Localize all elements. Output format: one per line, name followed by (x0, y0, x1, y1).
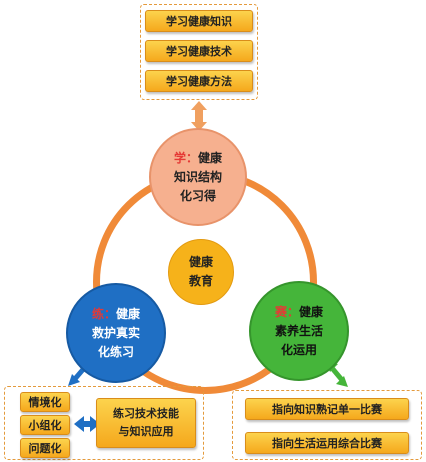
compete-circle: 赛：健康 素养生活 化运用 (249, 281, 349, 381)
compete-line1: 健康 (299, 304, 324, 319)
center-circle: 健康 教育 (168, 239, 234, 305)
competition-item-single: 指向知识熟记单一比赛 (245, 398, 409, 420)
practice-item-problem: 问题化 (20, 438, 70, 458)
compete-key: 赛： (274, 304, 299, 319)
practice-line1: 健康 (116, 306, 141, 321)
learn-line2: 知识结构 (173, 169, 222, 184)
practice-method-box (4, 386, 204, 460)
learn-item-technique: 学习健康技术 (145, 40, 253, 62)
competition-item-integrated: 指向生活运用综合比赛 (245, 432, 409, 454)
learn-item-knowledge: 学习健康知识 (145, 10, 253, 32)
practice-circle: 练：健康 救护真实 化练习 (66, 283, 166, 383)
center-line2: 教育 (188, 274, 213, 288)
center-line1: 健康 (188, 255, 213, 269)
practice-skill-line1: 练习技术技能 (113, 407, 179, 420)
compete-line2: 素养生活 (274, 323, 323, 338)
learn-item-method: 学习健康方法 (145, 70, 253, 92)
practice-skill-box: 练习技术技能 与知识应用 (96, 398, 196, 448)
learn-circle: 学：健康 知识结构 化习得 (149, 128, 247, 226)
learn-line3: 化习得 (179, 188, 216, 203)
top-double-arrow-icon (191, 101, 207, 131)
competition-box (232, 390, 422, 460)
compete-line3: 化运用 (280, 342, 317, 357)
learning-content-box (140, 4, 258, 100)
learn-key: 学： (173, 150, 198, 165)
inner-blue-arrow-icon (74, 416, 100, 432)
practice-item-group: 小组化 (20, 415, 70, 435)
practice-item-situational: 情境化 (20, 392, 70, 412)
practice-key: 练： (91, 306, 116, 321)
practice-skill-line2: 与知识应用 (118, 425, 174, 438)
practice-line2: 救护真实 (91, 325, 140, 340)
practice-line3: 化练习 (97, 344, 134, 359)
learn-line1: 健康 (198, 150, 223, 165)
